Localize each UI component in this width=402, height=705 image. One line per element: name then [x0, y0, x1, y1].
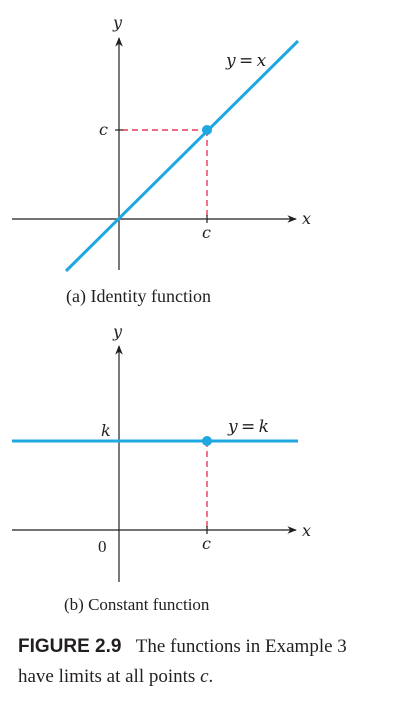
x-point-label-b: c [202, 534, 211, 553]
subcaption-b: (b) Constant function [64, 595, 210, 614]
identity-line-label: y = x [225, 51, 267, 71]
y-axis-label-a: y [112, 13, 123, 32]
point-marker-b [202, 436, 212, 446]
figure-caption: FIGURE 2.9 The functions in Example 3 hav… [18, 632, 398, 692]
constant-line-label: y = k [227, 417, 269, 437]
y-point-label-a: c [99, 120, 108, 139]
panel-b-constant: y x y = k k 0 c (b) Constant function [12, 322, 311, 614]
figure-caption-text-1: The functions in Example 3 [135, 636, 347, 657]
panel-a-identity: y x y = x c c (a) Identity function [12, 13, 311, 307]
y-axis-label-b: y [112, 322, 123, 341]
point-marker-a [202, 125, 212, 135]
figure-caption-text-2: have limits at all points [18, 666, 196, 687]
y-point-label-b: k [101, 421, 111, 440]
x-axis-label-a: x [302, 209, 311, 228]
figure-caption-var: c [200, 666, 209, 687]
origin-label-b: 0 [98, 537, 107, 556]
x-point-label-a: c [202, 223, 211, 242]
figure-label: FIGURE 2.9 [18, 636, 122, 657]
identity-line [64, 39, 300, 273]
figure-caption-end: . [208, 666, 214, 687]
subcaption-a: (a) Identity function [66, 286, 211, 307]
x-axis-label-b: x [302, 521, 311, 540]
